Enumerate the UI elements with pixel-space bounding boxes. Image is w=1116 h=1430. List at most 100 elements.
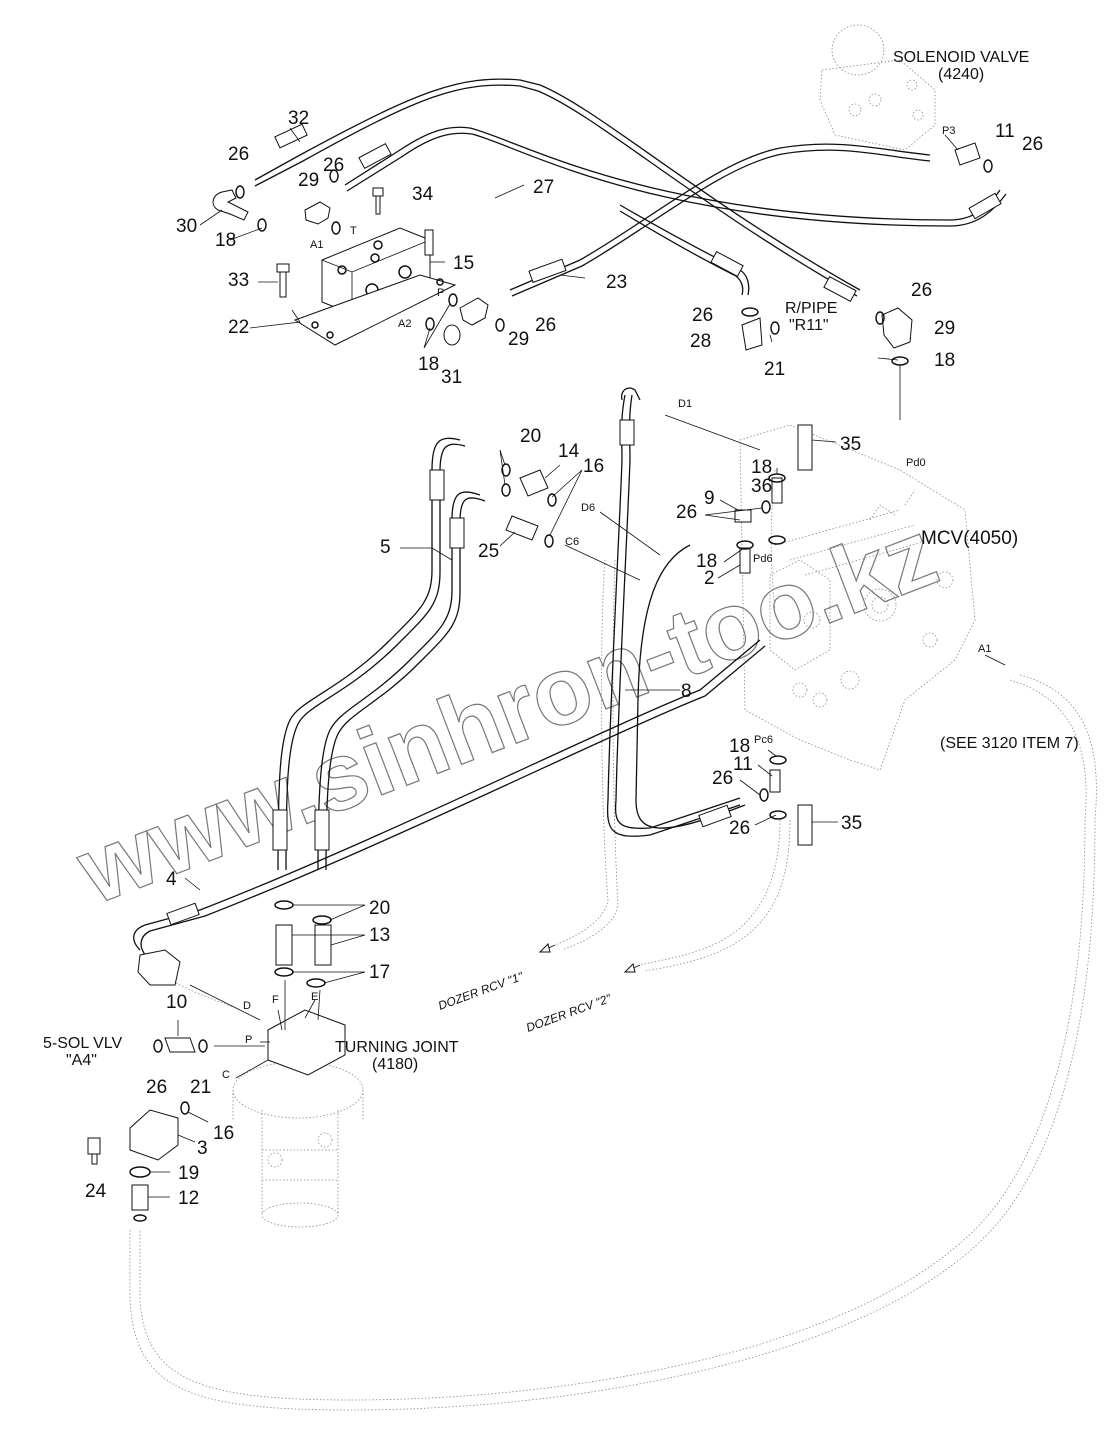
port-t: T	[350, 225, 357, 237]
port-f: F	[272, 994, 279, 1006]
part-number-callouts: 32 26 26 29 34 27 30 18 15 33 22 18 31 2…	[85, 108, 1043, 1209]
solenoid-valve-label: SOLENOID VALVE	[893, 49, 1029, 66]
dotted-hoses	[129, 469, 1097, 1411]
part-number: 35	[841, 813, 862, 834]
part-number: 24	[85, 1181, 107, 1202]
port-d: D	[243, 1000, 251, 1012]
part-number: 26	[535, 315, 556, 336]
turning-joint-ghost	[232, 1061, 364, 1228]
part-number: 25	[478, 541, 499, 562]
mcv-label: MCV(4050)	[921, 528, 1018, 549]
port-d1: D1	[678, 398, 692, 410]
bracket-22	[293, 274, 457, 346]
part-number: 18	[215, 230, 236, 251]
part-number: 21	[190, 1077, 211, 1098]
port-p3: P3	[942, 125, 955, 137]
port-pd0: Pd0	[906, 457, 926, 469]
port-p-joint: P	[245, 1034, 252, 1046]
part-number: 35	[840, 434, 861, 455]
part-number: 14	[558, 441, 580, 462]
hose-23	[509, 143, 931, 297]
part-number: 26	[692, 305, 713, 326]
part-number: 26	[676, 502, 697, 523]
part-number: 13	[369, 925, 390, 946]
port-p-block: P	[437, 287, 444, 299]
part-number: 19	[178, 1163, 199, 1184]
part-number: 18	[696, 551, 717, 572]
part-number: 11	[733, 754, 753, 775]
hose-pd6	[635, 544, 746, 829]
part-number: 29	[934, 318, 955, 339]
part-number: 4	[166, 869, 177, 890]
part-number: 26	[729, 818, 750, 839]
hose-32	[254, 78, 861, 297]
part-number: 28	[690, 331, 711, 352]
part-number: 18	[729, 736, 750, 757]
part-number: 20	[369, 898, 390, 919]
port-pc6: Pc6	[754, 734, 773, 746]
part-number: 27	[533, 177, 554, 198]
port-a2: A2	[398, 318, 411, 330]
part-number: 18	[751, 457, 772, 478]
part-number: 34	[412, 184, 434, 205]
port-e: E	[311, 991, 318, 1003]
part-number: 9	[704, 488, 715, 509]
part-number: 18	[418, 354, 439, 375]
port-c: C	[222, 1069, 230, 1081]
part-number: 26	[323, 155, 344, 176]
part-number: 26	[146, 1077, 167, 1098]
port-labels: P3 T A1 P A2 D1 Pd0 D6 C6 Pd6 A1 Pc6 F E…	[222, 125, 991, 1081]
part-number: 33	[228, 270, 249, 291]
turning-joint-code: (4180)	[372, 1056, 418, 1073]
sol-valve-5-port: "A4"	[66, 1052, 97, 1069]
hose-4	[133, 639, 766, 957]
hose-26-r-pipe	[619, 204, 750, 296]
mcv-ghost	[739, 424, 976, 771]
dozer-rcv-2-label: DOZER RCV "2"	[524, 991, 613, 1035]
part-number: 11	[995, 121, 1015, 142]
part-number: 23	[606, 272, 627, 293]
part-number: 5	[380, 537, 391, 558]
solenoid-valve-code: (4240)	[938, 66, 984, 83]
part-number: 10	[166, 992, 187, 1013]
part-number: 20	[520, 426, 541, 447]
r-pipe-code: "R11"	[789, 317, 829, 334]
part-number: 26	[1022, 134, 1043, 155]
port-a1-block: A1	[310, 239, 323, 251]
part-number: 12	[178, 1188, 199, 1209]
leader-lines	[148, 127, 1006, 1198]
hose-27	[344, 126, 1007, 227]
part-number: 16	[583, 456, 604, 477]
part-number: 22	[228, 317, 249, 338]
sol-valve-5-label: 5-SOL VLV	[43, 1035, 122, 1052]
port-a1-mcv: A1	[978, 643, 991, 655]
part-number: 32	[288, 108, 309, 129]
port-d6: D6	[581, 502, 595, 514]
see-ref-label: (SEE 3120 ITEM 7)	[940, 735, 1079, 752]
watermark-text: www.sinhron-too.kz	[63, 499, 950, 925]
port-pd6: Pd6	[753, 553, 773, 565]
part-number: 29	[508, 329, 529, 350]
part-number: 15	[453, 253, 474, 274]
solenoid-valve-ghost	[819, 24, 936, 151]
part-number: 26	[911, 280, 932, 301]
hose-fittings	[166, 123, 1002, 926]
part-number: 26	[712, 768, 733, 789]
hose-d1	[621, 387, 641, 401]
part-number: 29	[298, 170, 319, 191]
part-number: 31	[441, 367, 462, 388]
turning-joint-label: TURNING JOINT	[335, 1039, 459, 1056]
part-number: 16	[213, 1123, 234, 1144]
part-number: 8	[681, 681, 692, 702]
dozer-arrows	[538, 943, 641, 973]
part-number: 17	[369, 962, 390, 983]
port-c6: C6	[565, 536, 579, 548]
fittings	[87, 142, 981, 1211]
part-number: 18	[934, 350, 955, 371]
part-number: 2	[704, 568, 715, 589]
part-number: 36	[751, 476, 772, 497]
part-number: 26	[228, 144, 249, 165]
dozer-rcv-1-label: DOZER RCV "1"	[436, 969, 525, 1013]
r-pipe-label: R/PIPE	[785, 300, 837, 317]
